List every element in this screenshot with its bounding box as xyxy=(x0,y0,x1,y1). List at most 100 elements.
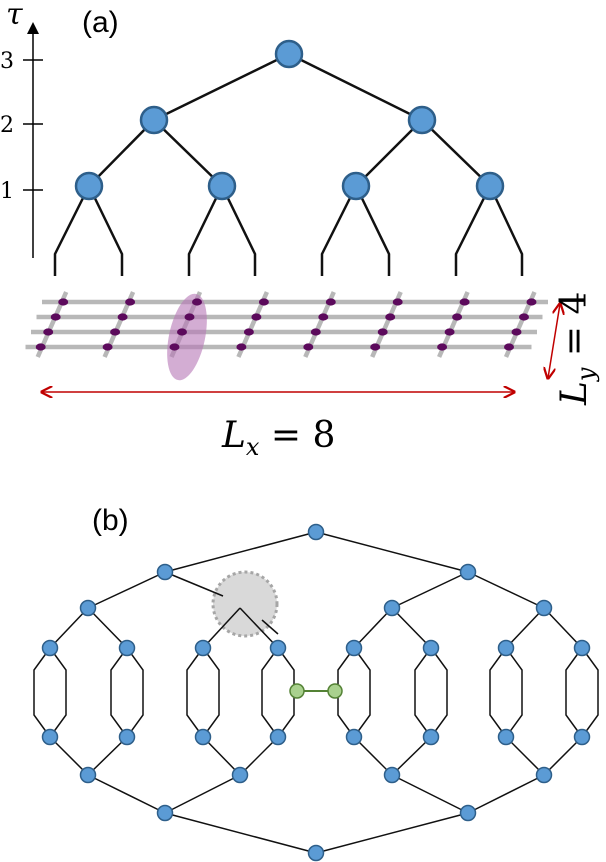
network-loop xyxy=(261,647,279,738)
tree-edge xyxy=(153,52,290,122)
network-loop xyxy=(33,647,51,738)
tree-node xyxy=(139,105,169,135)
lattice-site xyxy=(303,343,314,351)
tree-node xyxy=(407,105,437,135)
network-edge xyxy=(164,812,317,854)
network-node xyxy=(459,563,477,581)
network-b-nodes xyxy=(41,523,591,862)
tree-leg xyxy=(488,185,524,276)
network-loop xyxy=(581,647,599,738)
lattice xyxy=(25,291,548,381)
network-loop xyxy=(565,647,583,738)
network-edge xyxy=(49,736,89,776)
network-edge xyxy=(202,736,241,776)
lx-label: Lx = 8 xyxy=(221,415,335,461)
green-node xyxy=(289,683,305,699)
network-edge xyxy=(164,531,317,573)
tree-a-nodes xyxy=(74,39,505,201)
panel-a-label: (a) xyxy=(82,6,119,39)
tree-leg xyxy=(187,185,224,276)
tree-node xyxy=(341,171,371,201)
network-edge xyxy=(87,774,166,814)
network-edge xyxy=(543,607,583,649)
ly-label: Ly = 4 xyxy=(554,292,600,406)
tree-node xyxy=(207,171,237,201)
network-node xyxy=(156,804,174,822)
network-node xyxy=(269,728,287,746)
lattice-site xyxy=(117,313,128,321)
tree-edge xyxy=(355,119,423,187)
network-loop xyxy=(110,647,128,738)
network-edge xyxy=(353,736,393,776)
network-edge xyxy=(87,736,128,776)
network-node xyxy=(231,766,249,784)
lattice-site xyxy=(125,298,136,306)
tree-leg xyxy=(454,185,492,276)
network-loop xyxy=(505,647,523,738)
lattice-rows xyxy=(25,299,548,350)
ly-arrow xyxy=(548,304,560,378)
lattice-site xyxy=(43,328,54,336)
network-loop xyxy=(430,647,448,738)
lattice-site xyxy=(519,313,529,321)
network-node xyxy=(307,844,325,862)
network-loop xyxy=(202,647,220,738)
lattice-site xyxy=(459,298,470,306)
network-loop xyxy=(126,647,144,738)
tau-tick-label-3: 3 xyxy=(0,49,14,74)
network-node xyxy=(79,599,97,617)
network-edge xyxy=(391,607,432,649)
lattice-site xyxy=(251,313,262,321)
tree-leg xyxy=(220,185,257,276)
network-edge xyxy=(391,571,469,609)
lattice-site xyxy=(184,313,195,321)
network-b-edges xyxy=(33,531,599,854)
network-edge xyxy=(315,812,469,854)
tau-tick-label-1: 1 xyxy=(0,179,14,204)
tau-tick-label-2: 2 xyxy=(0,113,14,138)
lattice-site xyxy=(325,298,336,306)
tree-node xyxy=(475,171,505,201)
lattice-site xyxy=(377,328,388,336)
panel-b: (b) xyxy=(33,504,599,862)
lattice-site xyxy=(318,313,329,321)
network-node xyxy=(41,639,59,657)
green-nodes xyxy=(289,683,343,699)
network-node xyxy=(41,728,59,746)
tree-leg xyxy=(320,185,358,276)
network-edge xyxy=(391,736,432,776)
tree-leg xyxy=(87,185,124,276)
network-node xyxy=(79,766,97,784)
network-edge xyxy=(467,571,545,609)
tree-a-edges xyxy=(53,52,524,276)
network-loop xyxy=(49,647,67,738)
lattice-site xyxy=(177,328,187,336)
lattice-site xyxy=(370,343,381,351)
lattice-sites xyxy=(35,298,537,351)
network-node xyxy=(269,639,287,657)
network-edge xyxy=(543,736,583,776)
network-node xyxy=(383,599,401,617)
network-node xyxy=(118,639,136,657)
network-loop xyxy=(489,647,507,738)
lattice-site xyxy=(511,328,522,336)
network-node xyxy=(497,639,515,657)
lattice-site xyxy=(504,343,514,351)
network-node xyxy=(118,728,136,746)
network-node xyxy=(497,728,515,746)
lattice-site xyxy=(243,328,254,336)
tree-edge xyxy=(88,119,155,187)
tau-axis: τ 1 2 3 xyxy=(0,0,43,258)
tau-axis-label: τ xyxy=(6,0,23,32)
network-node xyxy=(345,639,363,657)
network-node xyxy=(194,728,212,746)
network-node xyxy=(573,639,591,657)
highlight-column-ellipse xyxy=(167,293,207,381)
network-node xyxy=(383,766,401,784)
lattice-site xyxy=(392,298,403,306)
lattice-site xyxy=(236,343,247,351)
tree-leg xyxy=(354,185,391,276)
network-edge xyxy=(467,774,545,814)
network-loop xyxy=(414,647,432,738)
